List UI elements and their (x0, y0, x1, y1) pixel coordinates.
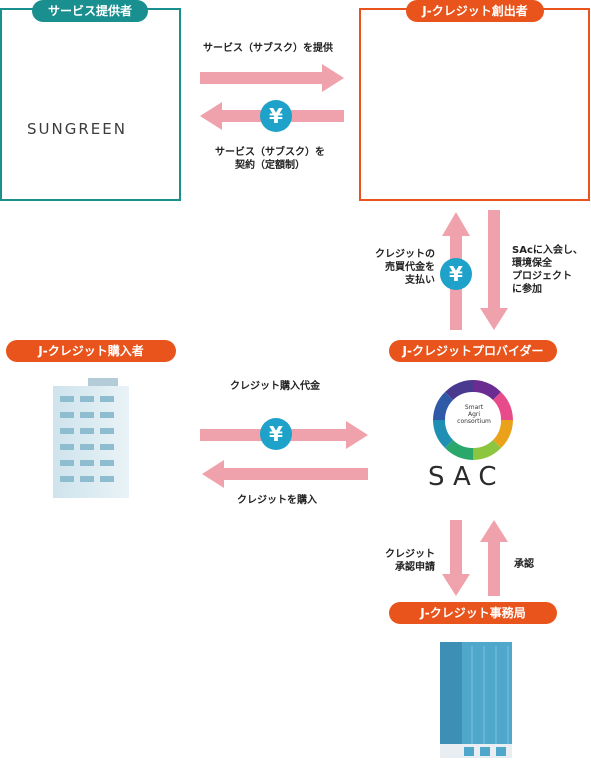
credit-office-label: J-クレジット事務局 (389, 602, 557, 624)
credit-creator-box (359, 8, 590, 201)
credit-creator-label: J-クレジット創出者 (406, 0, 544, 22)
flow-provide-service-label: サービス（サブスク）を提供 (203, 43, 333, 54)
flow-credit-payment-label: クレジットの 売買代金を 支払い (375, 249, 435, 286)
service-provider-box (0, 8, 181, 201)
flow-purchase-payment-label: クレジット購入代金 (230, 381, 320, 392)
sac-logo-ring (433, 380, 513, 460)
flow-approve-label: 承認 (514, 559, 534, 570)
office-building-illustration (440, 642, 512, 758)
service-provider-label: サービス提供者 (32, 0, 148, 22)
flow-apply-label: クレジット 承認申請 (385, 549, 435, 573)
arrow-approve-up (480, 520, 508, 596)
arrow-purchase-credit (202, 460, 368, 488)
sac-logo-text: SAC (428, 462, 505, 492)
sac-logo-small-text: Smart Agri consortium (457, 404, 491, 425)
arrow-provide-service (200, 64, 344, 92)
sungreen-logo-text: SUNGREEN (27, 120, 127, 138)
yen-icon: ¥ (260, 100, 292, 132)
flow-purchase-credit-label: クレジットを購入 (237, 495, 317, 506)
flow-join-sac-label: SAcに入会し、 環境保全 プロジェクト に参加 (512, 245, 583, 295)
flow-contract-service-label: サービス（サブスク）を 契約（定額制） (215, 147, 325, 171)
yen-icon: ¥ (260, 418, 292, 450)
credit-provider-label: J-クレジットプロバイダー (389, 340, 557, 362)
arrow-join-sac-down (480, 210, 508, 330)
credit-buyer-label: J-クレジット購入者 (6, 340, 176, 362)
arrow-apply-down (442, 520, 470, 596)
buyer-building-illustration (53, 378, 129, 498)
yen-icon: ¥ (440, 258, 472, 290)
